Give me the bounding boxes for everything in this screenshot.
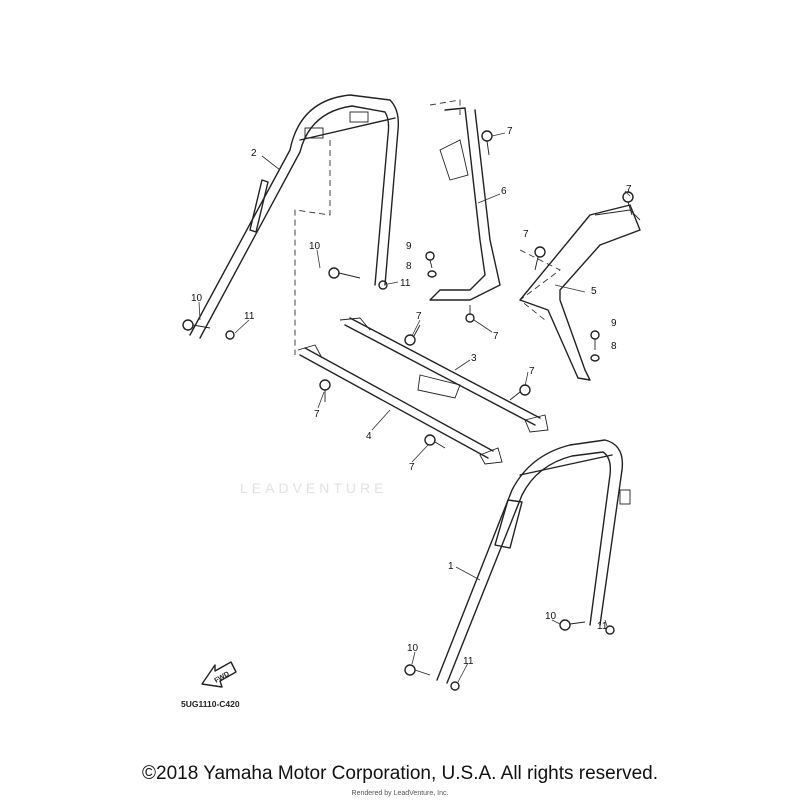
callout: 7: [493, 331, 499, 342]
callout: 10: [407, 643, 419, 654]
watermark: LEADVENTURE: [240, 480, 388, 496]
svg-text:FWD: FWD: [213, 671, 230, 685]
copyright-notice: ©2018 Yamaha Motor Corporation, U.S.A. A…: [142, 763, 658, 784]
part-6-bracket[interactable]: [429, 99, 561, 321]
callout: 8: [406, 261, 412, 272]
callout: 3: [471, 353, 477, 364]
part-3-crossbar[interactable]: [339, 317, 549, 433]
fwd-arrow-icon: FWD: [201, 661, 237, 688]
callout: 11: [244, 311, 255, 322]
callout: 7: [529, 366, 535, 377]
callout: 11: [597, 621, 608, 632]
rendered-by-note: Rendered by LeadVenture, Inc.: [351, 790, 449, 797]
part-4-crossbar[interactable]: [297, 344, 503, 465]
callout: 9: [611, 318, 617, 329]
callout: 5: [591, 286, 597, 297]
callouts: 2 7 6 7 10 9 7 8 11 5 10 11 7 7 9 8 3 7 …: [191, 126, 632, 667]
part-2-rear-hoop[interactable]: [189, 94, 400, 355]
callout: 10: [545, 611, 557, 622]
callout: 8: [611, 341, 617, 352]
fasteners: [182, 130, 634, 691]
diagram-code: 5UG1110-C420: [181, 699, 240, 709]
part-5-bracket[interactable]: [519, 204, 641, 381]
part-1-front-hoop[interactable]: [436, 439, 631, 684]
callout: 10: [191, 293, 203, 304]
callout: 11: [400, 278, 411, 289]
callout: 7: [507, 126, 513, 137]
callout: 7: [523, 229, 529, 240]
callout: 1: [448, 561, 454, 572]
callout: 7: [409, 462, 415, 473]
callout: 10: [309, 241, 321, 252]
callout: 7: [416, 311, 422, 322]
callout: 4: [366, 431, 372, 442]
leader-lines: [198, 132, 631, 683]
callout: 6: [501, 186, 507, 197]
callout: 7: [626, 184, 632, 195]
callout: 7: [314, 409, 320, 420]
callout: 11: [463, 656, 474, 667]
callout: 2: [251, 148, 257, 159]
callout: 9: [406, 241, 412, 252]
